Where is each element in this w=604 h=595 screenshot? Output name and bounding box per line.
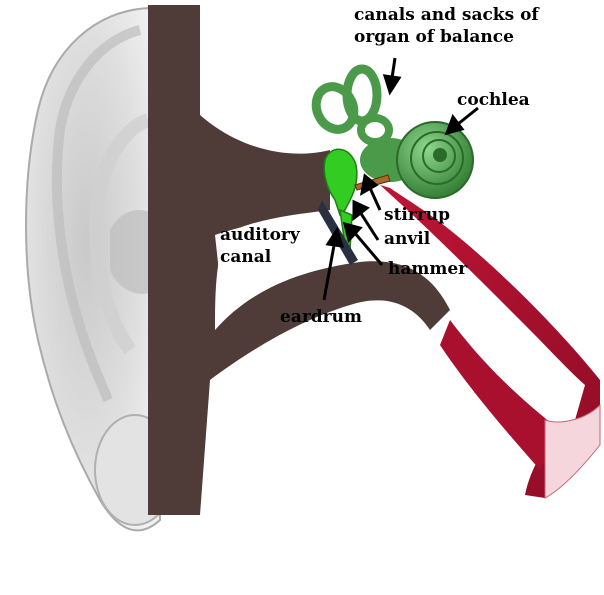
anvil-label: anvil — [384, 229, 431, 249]
eardrum-label: eardrum — [280, 307, 362, 327]
hammer-label: hammer — [388, 259, 468, 279]
cochlea-label: cochlea — [457, 90, 530, 110]
balance-organ-label: canals and sacks of organ of balance — [354, 5, 539, 47]
cochlea — [396, 121, 474, 199]
auditory-canal-label: auditory canal — [220, 225, 300, 267]
stirrup-label: stirrup — [384, 205, 451, 225]
anvil-bone — [323, 148, 358, 217]
auditory-canal-opening — [215, 212, 330, 300]
temporal-bone — [148, 5, 450, 515]
pointer-arrows — [322, 57, 479, 301]
balance-organ — [311, 64, 393, 146]
eustachian-tube — [380, 185, 601, 499]
